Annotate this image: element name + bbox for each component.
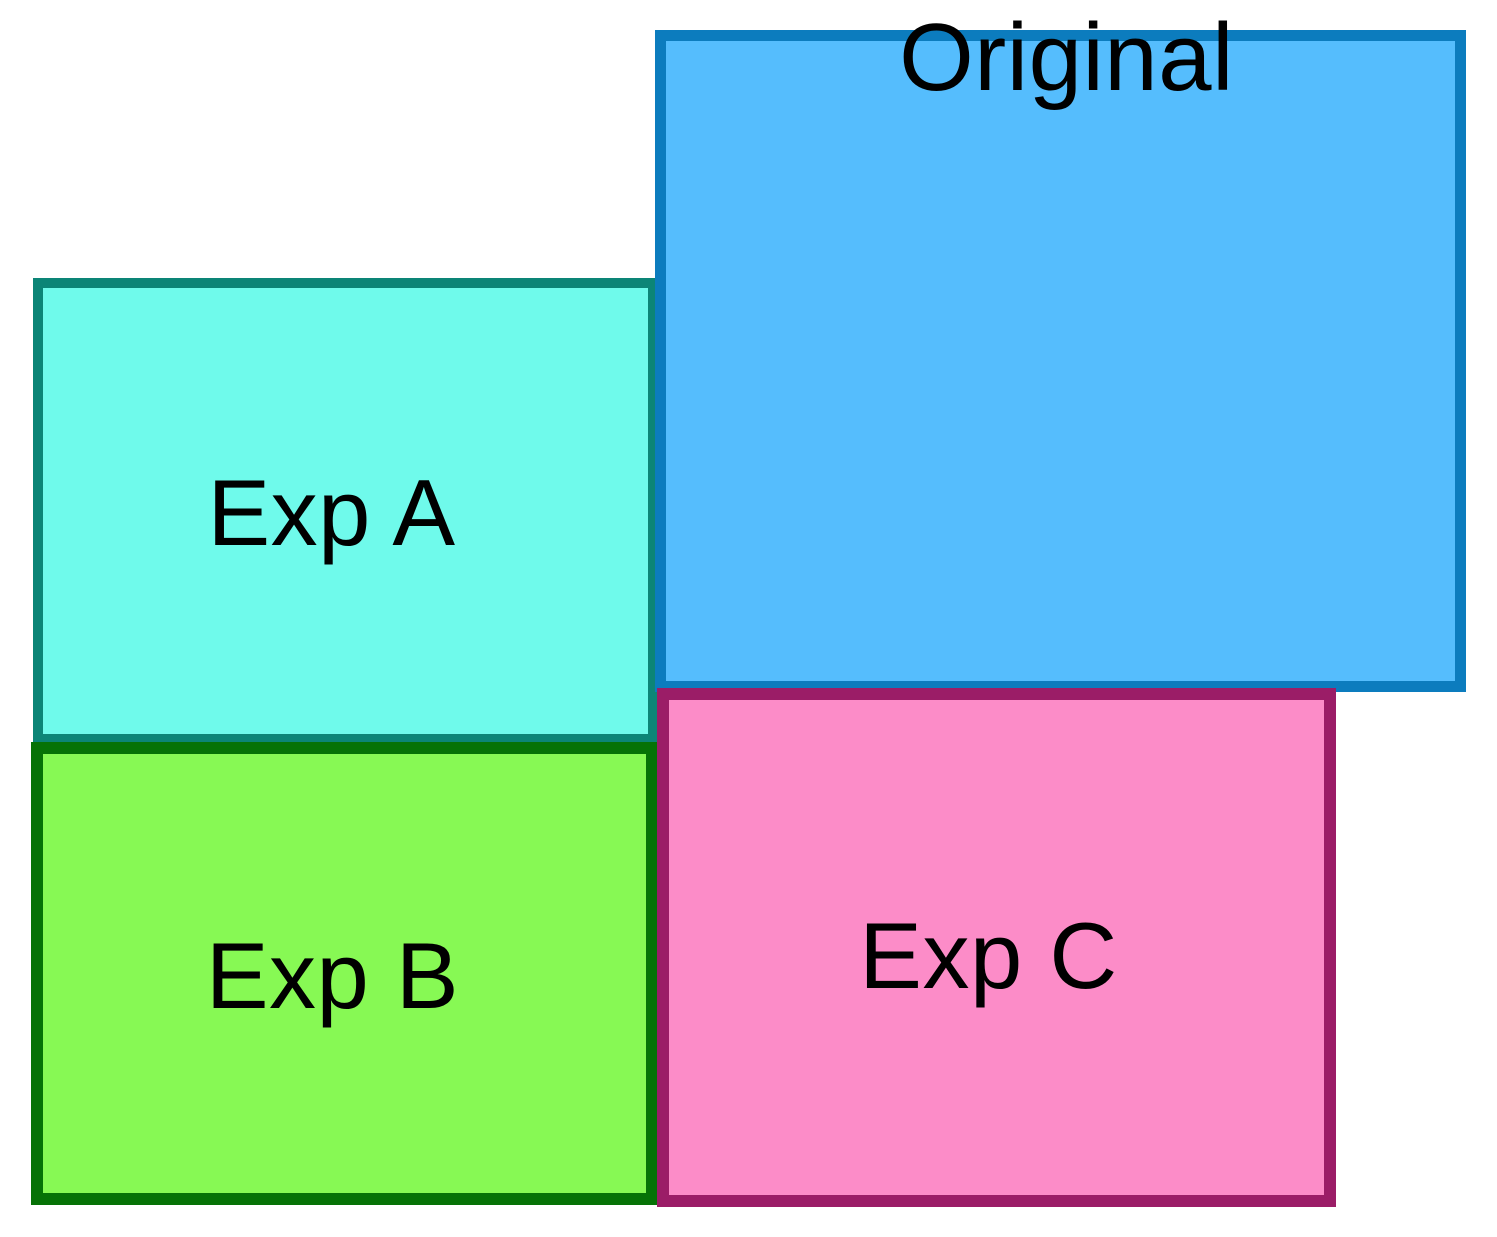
rectangle-exp-a-label: Exp A (207, 460, 456, 565)
rectangle-original[interactable]: Original (655, 10, 1466, 692)
rectangle-exp-c[interactable]: Exp C (657, 688, 1336, 1207)
rectangle-exp-b[interactable]: Exp B (31, 742, 658, 1205)
rectangle-exp-a[interactable]: Exp A (33, 278, 658, 744)
rectangle-original-label: Original (899, 4, 1234, 111)
rectangle-exp-b-label: Exp B (205, 922, 460, 1028)
rectangle-exp-c-label: Exp C (859, 902, 1118, 1008)
